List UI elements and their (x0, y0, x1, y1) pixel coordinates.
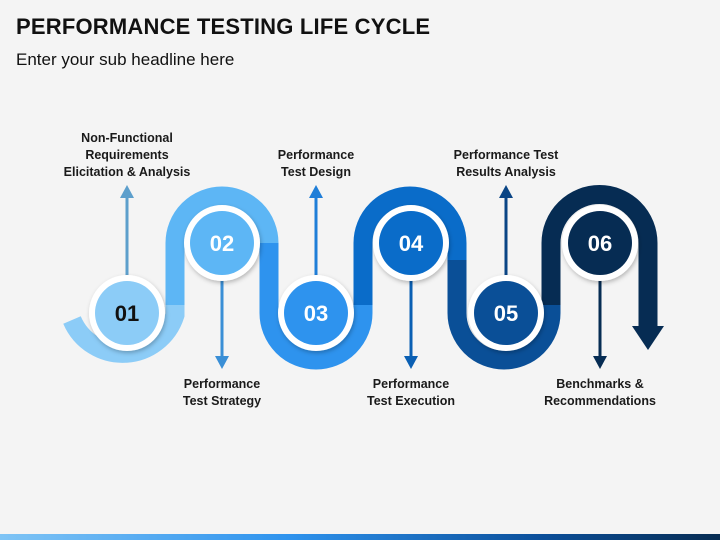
step-4-circle (379, 211, 443, 275)
bottom-gradient-bar (0, 534, 720, 540)
arrow-2-head (215, 356, 229, 369)
step-5: 05 (468, 275, 544, 351)
track-segment-2 (165, 186, 279, 305)
arrow-1-head (120, 185, 134, 198)
step-6-circle (568, 211, 632, 275)
step-circles: 01 02 03 04 05 06 (89, 205, 638, 351)
step-1-number: 01 (115, 301, 139, 326)
page-subtitle: Enter your sub headline here (16, 50, 235, 69)
step-6-number: 06 (588, 231, 612, 256)
step-2-circle (190, 211, 254, 275)
arrow-3-head (309, 185, 323, 198)
step-1: 01 (89, 275, 165, 351)
step-2-number: 02 (210, 231, 234, 256)
track-arrowhead (632, 326, 664, 350)
step-2: 02 (184, 205, 260, 281)
step-4: 04 (373, 205, 449, 281)
arrow-4-head (404, 356, 418, 369)
step-3-circle (284, 281, 348, 345)
track-segment-6 (541, 185, 658, 326)
step-3-number: 03 (304, 301, 328, 326)
step-4-number: 04 (399, 231, 424, 256)
track-segment-5 (447, 260, 561, 370)
track-segment-4 (353, 186, 467, 305)
step-1-circle (95, 281, 159, 345)
step-6: 06 (562, 205, 638, 281)
connector-arrows (120, 185, 607, 369)
step-3: 03 (278, 275, 354, 351)
track-segment-3 (259, 243, 373, 370)
step-5-circle (474, 281, 538, 345)
arrow-5-head (499, 185, 513, 198)
wave-track (63, 185, 658, 370)
step-5-number: 05 (494, 301, 518, 326)
step-6-label: Benchmarks &Recommendations (544, 377, 656, 408)
page-title: PERFORMANCE TESTING LIFE CYCLE (16, 14, 431, 39)
track-segment-1 (63, 305, 185, 363)
arrow-6-head (593, 356, 607, 369)
